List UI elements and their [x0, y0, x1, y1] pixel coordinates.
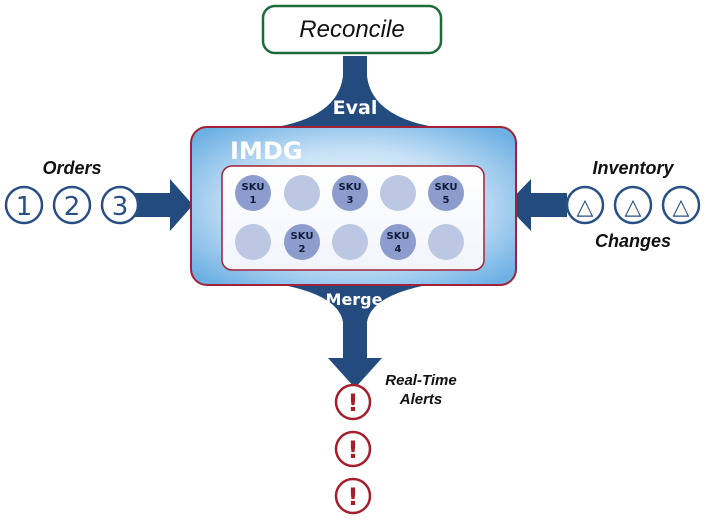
orders-label: Orders [42, 158, 101, 178]
alert-exclamation-icon: ! [348, 436, 359, 464]
delta-icon: △ [625, 195, 642, 220]
reconcile-label: Reconcile [299, 16, 404, 43]
inventory-arrow [506, 179, 567, 231]
empty-slot-circle [235, 224, 271, 260]
inventory-change-item: △ [565, 185, 605, 225]
sku-label: SKU [387, 231, 410, 242]
sku-label: SKU [435, 182, 458, 193]
delta-icon: △ [577, 195, 594, 220]
alert-exclamation-icon: ! [348, 483, 359, 511]
alert-circle [334, 477, 372, 515]
sku-slot: SKU 5 [428, 175, 464, 211]
merge-label: Merge [326, 290, 383, 309]
inventory-circle [613, 185, 653, 225]
empty-slot-circle [428, 224, 464, 260]
sku-slot: SKU 4 [380, 224, 416, 260]
order-circle [4, 185, 44, 225]
inventory-circle [661, 185, 701, 225]
order-item: 2 [52, 185, 92, 225]
inventory-label: Inventory [592, 158, 674, 178]
order-item: 3 [100, 185, 140, 225]
order-circle [100, 185, 140, 225]
sku-circle [284, 224, 320, 260]
changes-label: Changes [595, 231, 671, 251]
sku-number: 1 [250, 195, 257, 206]
alert-item: ! [334, 477, 372, 515]
alerts-group: !!! [334, 383, 372, 515]
alert-circle [334, 383, 372, 421]
inventory-circle [565, 185, 605, 225]
sku-slot [332, 224, 368, 260]
sku-slot [284, 175, 320, 211]
sku-circle [380, 224, 416, 260]
alert-item: ! [334, 430, 372, 468]
order-number: 1 [16, 192, 33, 222]
alert-circle [334, 430, 372, 468]
imdg-title: IMDG [230, 137, 302, 165]
inventory-change-item: △ [613, 185, 653, 225]
eval-funnel [270, 56, 440, 128]
sku-slot: SKU 2 [284, 224, 320, 260]
merge-funnel-arrow [265, 282, 445, 388]
order-item: 1 [4, 185, 44, 225]
orders-group: 1 2 3 [4, 185, 140, 225]
sku-slot: SKU 3 [332, 175, 368, 211]
sku-slot [235, 224, 271, 260]
reconcile-box[interactable]: Reconcile [261, 4, 443, 55]
sku-circle [332, 175, 368, 211]
sku-label: SKU [291, 231, 314, 242]
sku-circle [428, 175, 464, 211]
inventory-change-item: △ [661, 185, 701, 225]
sku-label: SKU [242, 182, 265, 193]
sku-number: 4 [395, 244, 402, 255]
sku-slot [380, 175, 416, 211]
delta-icon: △ [673, 195, 690, 220]
empty-slot-circle [284, 175, 320, 211]
order-circle [52, 185, 92, 225]
empty-slot-circle [380, 175, 416, 211]
sku-number: 3 [347, 195, 354, 206]
sku-number: 5 [443, 195, 450, 206]
alerts-label-line1: Real-Time [385, 372, 456, 389]
sku-slot [428, 224, 464, 260]
order-number: 2 [64, 192, 81, 222]
empty-slot-circle [332, 224, 368, 260]
sku-slot: SKU 1 [235, 175, 271, 211]
alert-exclamation-icon: ! [348, 389, 359, 417]
sku-label: SKU [339, 182, 362, 193]
order-number: 3 [112, 192, 129, 222]
alerts-label-line2: Alerts [399, 391, 443, 408]
inventory-group: △ △ △ [565, 185, 701, 225]
sku-circle [235, 175, 271, 211]
sku-number: 2 [299, 244, 306, 255]
eval-label: Eval [333, 97, 378, 119]
alert-item: ! [334, 383, 372, 421]
orders-arrow [133, 179, 193, 231]
